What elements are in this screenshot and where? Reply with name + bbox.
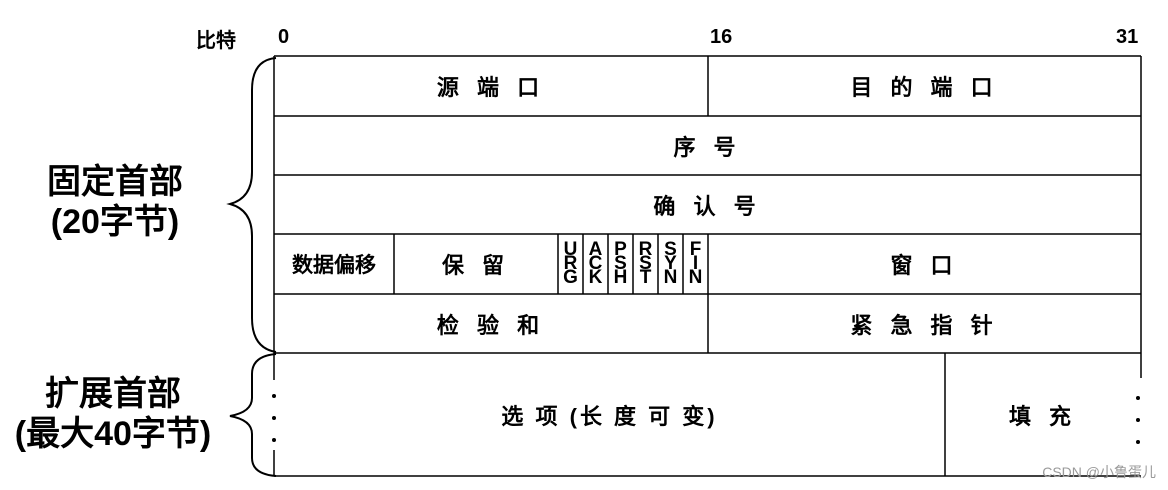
flag-letter: I — [692, 253, 699, 274]
ellipsis-dot — [272, 438, 276, 442]
flag-letter: P — [614, 239, 627, 260]
flag-letter: S — [664, 239, 677, 260]
flag-letter: N — [663, 267, 678, 288]
ellipsis-dot — [1136, 396, 1140, 400]
flag-letter: Y — [664, 253, 677, 274]
flag-letter: R — [638, 239, 653, 260]
acknowledgment-number-field: 确 认 号 — [653, 193, 762, 219]
fixed-header-title: 固定首部 — [47, 163, 183, 201]
data-offset-field: 数据偏移 — [292, 254, 376, 277]
flag-letter: F — [689, 239, 702, 260]
flag-letter: C — [588, 253, 603, 274]
bit-axis-label: 比特 — [196, 30, 236, 52]
destination-port-field: 目 的 端 口 — [850, 75, 999, 100]
bit-31-label: 31 — [1116, 26, 1139, 48]
flag-letter: G — [563, 267, 578, 288]
sequence-number-field: 序 号 — [673, 134, 742, 160]
flag-letter: N — [688, 267, 703, 288]
bit-0-label: 0 — [278, 26, 290, 48]
bit-16-label: 16 — [710, 26, 733, 48]
fixed-header-size: (20字节) — [50, 203, 180, 241]
padding-field: 填 充 — [1008, 403, 1078, 429]
extended-header-label: 扩展首部 (最大40字节) — [0, 374, 226, 454]
flag-letter: R — [563, 253, 578, 274]
flag-urg: U R G — [558, 234, 583, 294]
flag-rst: R S T — [633, 234, 658, 294]
ellipsis-dot — [272, 416, 276, 420]
flag-letter: K — [588, 267, 603, 288]
options-field: 选 项 (长 度 可 变) — [501, 403, 718, 429]
flag-letter: S — [639, 253, 652, 274]
checksum-field: 检 验 和 — [436, 312, 546, 338]
flag-letter: A — [588, 239, 603, 260]
fixed-header-label: 固定首部 (20字节) — [20, 162, 210, 242]
ellipsis-dot — [1136, 418, 1140, 422]
flag-ack: A C K — [583, 234, 608, 294]
flag-psh: P S H — [608, 234, 633, 294]
extended-header-size: (最大40字节) — [14, 415, 212, 453]
urgent-pointer-field: 紧 急 指 针 — [850, 312, 999, 338]
source-port-field: 源 端 口 — [436, 75, 546, 100]
ellipsis-dot — [272, 394, 276, 398]
window-field: 窗 口 — [890, 253, 959, 278]
flag-letter: T — [639, 267, 652, 288]
brace-fixed-header — [226, 57, 277, 353]
watermark: CSDN @小鲁蛋儿 — [1042, 464, 1156, 480]
reserved-field: 保 留 — [441, 253, 511, 278]
flag-letter: H — [613, 267, 628, 288]
brace-extended-header — [229, 353, 277, 477]
flag-syn: S Y N — [658, 234, 683, 294]
flag-fin: F I N — [683, 234, 708, 294]
extended-header-title: 扩展首部 — [45, 375, 181, 413]
ellipsis-dot — [1136, 440, 1140, 444]
flag-letter: S — [614, 253, 627, 274]
flag-letter: U — [563, 239, 578, 260]
